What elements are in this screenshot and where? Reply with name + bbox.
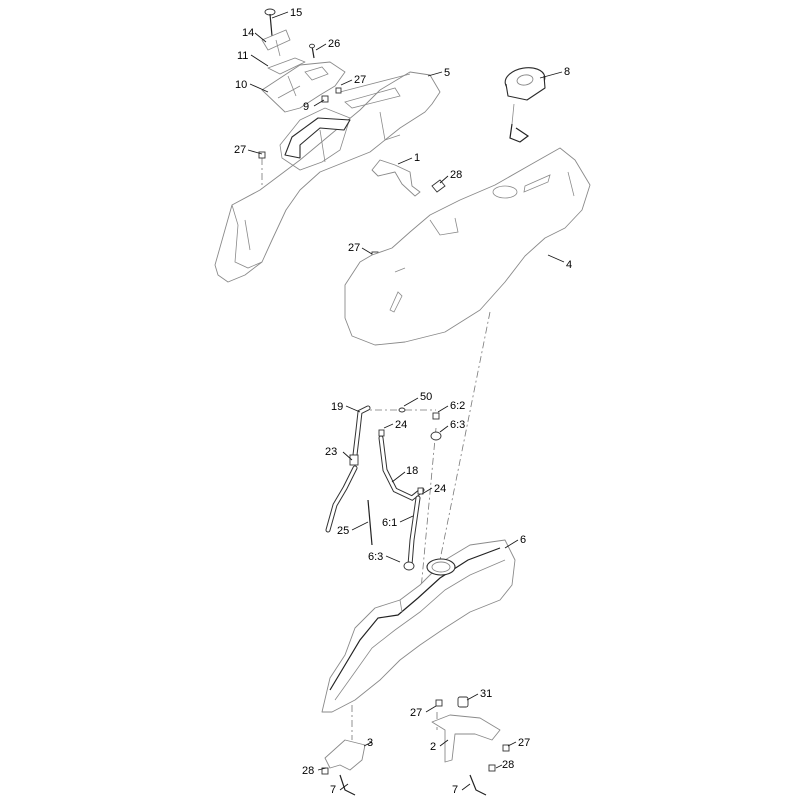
callout-28: 28 <box>502 759 514 771</box>
callout-24: 24 <box>434 483 446 495</box>
part-3-tank-bracket <box>321 739 366 796</box>
callout-labels: 15 14 26 11 10 27 9 5 8 27 1 28 27 4 19 … <box>234 7 572 796</box>
callout-28: 28 <box>302 765 314 777</box>
callout-6-3: 6:3 <box>368 551 383 563</box>
callout-3: 3 <box>367 737 373 749</box>
callout-6: 6 <box>520 534 526 546</box>
callout-4: 4 <box>566 259 572 271</box>
callout-1: 1 <box>414 152 420 164</box>
part-23-filter <box>349 454 359 466</box>
part-19-fuel-line <box>352 405 371 458</box>
callout-27: 27 <box>234 144 246 156</box>
callout-27: 27 <box>410 707 422 719</box>
callout-6-1: 6:1 <box>382 517 397 529</box>
callout-9: 9 <box>303 101 309 113</box>
part-8-fuel-cap <box>504 67 546 143</box>
part-2-tank-bracket <box>431 696 510 796</box>
part-18-hose <box>378 435 425 501</box>
callout-27: 27 <box>348 242 360 254</box>
callout-14: 14 <box>242 27 254 39</box>
callout-28: 28 <box>450 169 462 181</box>
fittings-middle <box>378 407 442 571</box>
callout-27: 27 <box>354 74 366 86</box>
part-26-screw <box>309 43 315 59</box>
part-25-hose <box>325 465 373 546</box>
part-6-fuel-tank <box>321 539 516 713</box>
callout-50: 50 <box>420 391 432 403</box>
callout-15: 15 <box>290 7 302 19</box>
callout-26: 26 <box>328 38 340 50</box>
callout-19: 19 <box>331 401 343 413</box>
callout-27: 27 <box>518 737 530 749</box>
callout-25: 25 <box>337 525 349 537</box>
callout-23: 23 <box>325 446 337 458</box>
part-5-console-fender <box>214 71 441 283</box>
callout-6-3: 6:3 <box>450 419 465 431</box>
callout-10: 10 <box>235 79 247 91</box>
callout-11: 11 <box>237 50 248 62</box>
part-11-decal <box>267 57 306 75</box>
callout-5: 5 <box>444 67 450 79</box>
callout-18: 18 <box>406 465 418 477</box>
part-10-control-plate <box>261 61 346 113</box>
callout-8: 8 <box>564 66 570 78</box>
callout-6-2: 6:2 <box>450 400 465 412</box>
part-4-body-fender <box>344 147 591 346</box>
part-6-1-pickup-tube <box>407 495 421 568</box>
callout-7: 7 <box>330 784 336 796</box>
callout-31: 31 <box>480 688 492 700</box>
part-1-bracket <box>371 159 421 197</box>
leader-lines <box>247 11 565 791</box>
part-14-15-lever <box>261 8 291 57</box>
callout-7: 7 <box>452 784 458 796</box>
callout-2: 2 <box>430 741 436 753</box>
callout-24: 24 <box>395 419 407 431</box>
